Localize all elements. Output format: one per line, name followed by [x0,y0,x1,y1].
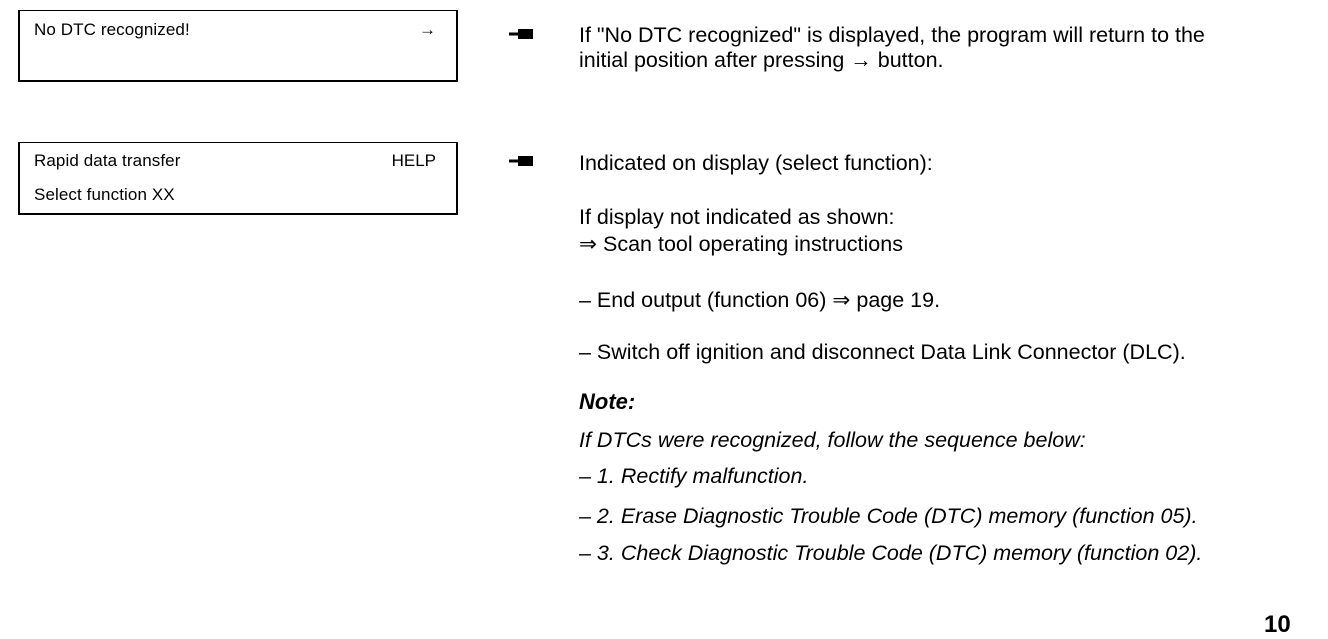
note-step-3: – 3. Check Diagnostic Trouble Code (DTC)… [579,541,1203,565]
display-box-no-dtc: No DTC recognized! → [18,10,458,82]
note-step-2: – 2. Erase Diagnostic Trouble Code (DTC)… [579,504,1198,528]
pointer-hand-icon [509,156,533,166]
display-not-indicated: If display not indicated as shown: [579,205,895,229]
page-number: 10 [1264,611,1291,638]
display-line-1: No DTC recognized! [34,20,190,39]
indicated-on-display: Indicated on display (select function): [579,151,933,175]
note-step-1: – 1. Rectify malfunction. [579,464,809,488]
note-intro: If DTCs were recognized, follow the sequ… [579,428,1086,452]
no-dtc-description-line-2: initial position after pressing → button… [579,48,944,72]
step-switch-off-ignition: – Switch off ignition and disconnect Dat… [579,340,1186,364]
pointer-hand-icon [509,29,533,39]
display-line-2: Select function XX [34,185,175,204]
display-line-1: Rapid data transfer [34,151,181,170]
display-help-label: HELP [391,151,436,170]
step-end-output: – End output (function 06) ⇒ page 19. [579,288,941,312]
display-arrow-right-icon: → [419,20,436,39]
note-heading: Note: [579,389,636,414]
scan-tool-reference: ⇒ Scan tool operating instructions [579,232,903,256]
display-box-select-function: Rapid data transfer HELP Select function… [18,142,458,215]
no-dtc-description-line-1: If "No DTC recognized" is displayed, the… [579,23,1205,47]
